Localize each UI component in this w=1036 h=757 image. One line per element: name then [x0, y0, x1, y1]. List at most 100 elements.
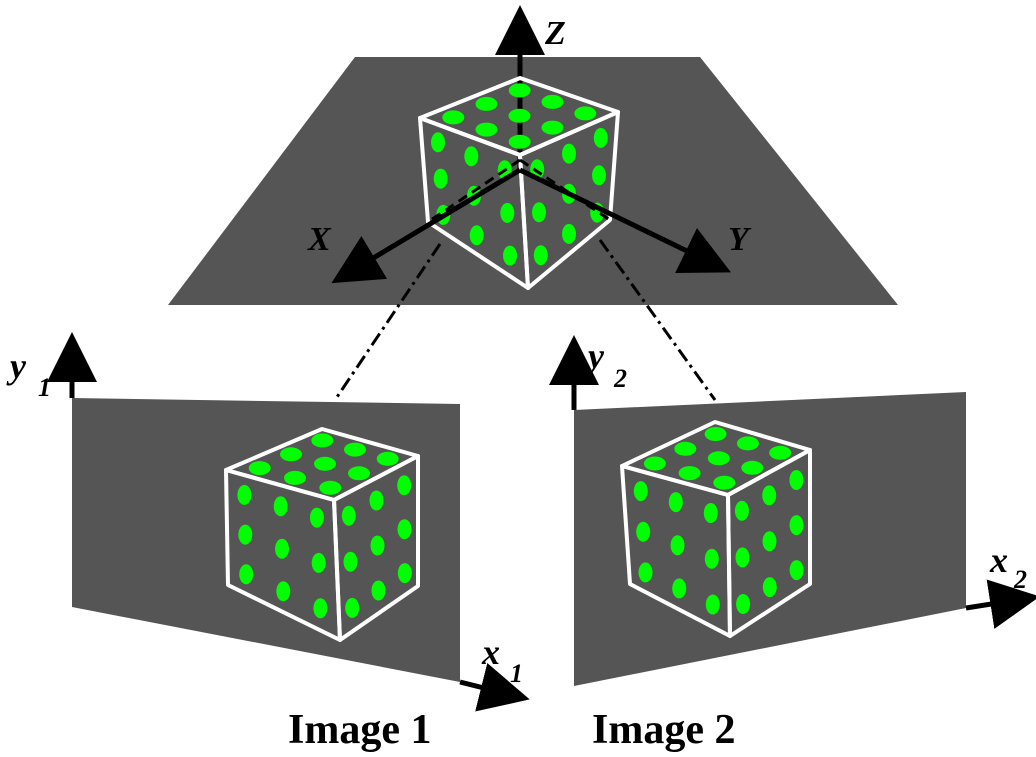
image1-y-label: y	[6, 346, 27, 386]
green-dot	[672, 578, 687, 599]
projection-rays	[333, 239, 717, 401]
image2-x-label-sub: 2	[1013, 565, 1027, 594]
green-dot	[348, 466, 370, 481]
green-dot	[475, 96, 498, 111]
image1-x-label: x	[481, 632, 500, 672]
green-dot	[500, 202, 515, 223]
green-dot	[276, 581, 291, 602]
green-dot	[341, 505, 356, 526]
green-dot	[736, 594, 751, 614]
image2-cube-dots	[633, 427, 804, 615]
green-dot	[433, 168, 448, 189]
image1-y-label-main: y	[6, 346, 27, 386]
green-dot	[707, 451, 730, 466]
world-z-label: Z	[544, 15, 566, 52]
world-y-label: Y	[728, 221, 752, 258]
green-dot	[574, 106, 597, 121]
green-dot	[311, 552, 326, 573]
image2-x-axis	[965, 579, 1036, 629]
green-dot	[275, 538, 289, 559]
green-dot	[237, 484, 252, 505]
green-dot	[713, 475, 736, 490]
green-dot	[762, 531, 777, 552]
green-dot	[705, 594, 720, 615]
green-dot	[508, 134, 531, 149]
world-x-label: X	[307, 221, 332, 258]
green-dot	[238, 524, 253, 545]
green-dot	[789, 560, 804, 581]
world-cube	[418, 76, 620, 290]
green-dot	[703, 503, 718, 523]
green-dot	[343, 551, 358, 572]
green-dot	[280, 447, 302, 462]
image1-x-label-sub: 1	[510, 659, 523, 688]
green-dot	[674, 441, 697, 456]
green-dot	[311, 433, 334, 448]
green-dot	[638, 562, 653, 583]
green-dot	[532, 202, 546, 223]
green-dot	[475, 122, 498, 137]
image2-y-label-sub: 2	[613, 364, 627, 393]
green-dot	[541, 94, 564, 109]
green-dot	[789, 470, 804, 490]
green-dot	[704, 427, 727, 441]
green-dot	[284, 470, 306, 485]
green-dot	[735, 547, 750, 568]
green-dot	[533, 245, 548, 266]
green-dot	[762, 485, 777, 506]
world-ground-plane	[168, 57, 898, 305]
green-dot	[769, 445, 792, 460]
green-dot	[562, 223, 576, 244]
image2-x-label: x	[989, 540, 1008, 580]
green-dot	[789, 515, 804, 536]
green-dot	[313, 598, 328, 619]
green-dot	[371, 580, 386, 601]
green-dot	[704, 548, 719, 569]
green-dot	[397, 519, 412, 540]
world-y-axis	[518, 167, 731, 274]
green-dot	[397, 563, 412, 584]
image1-caption: Image 1	[288, 707, 431, 753]
green-dot	[670, 535, 685, 556]
green-dot	[431, 132, 445, 153]
image1-cube	[224, 427, 420, 642]
green-dot	[562, 143, 576, 164]
green-dot	[636, 521, 651, 542]
image1-cube-dots	[237, 433, 412, 619]
green-dot	[508, 83, 531, 98]
green-dot	[734, 500, 749, 521]
green-dot	[248, 461, 271, 476]
image2-y-label: y	[584, 336, 605, 376]
green-dot	[369, 490, 384, 511]
green-dot	[503, 245, 517, 266]
green-dot	[344, 442, 366, 457]
green-dot	[741, 460, 764, 475]
green-dot	[464, 146, 479, 167]
green-dot	[314, 456, 336, 471]
green-dot	[668, 492, 683, 513]
green-dot	[678, 466, 701, 481]
green-dot	[508, 108, 531, 123]
world-cube-dots	[431, 83, 608, 266]
image1-plane	[72, 398, 460, 682]
green-dot	[319, 480, 342, 495]
image1-x-axis	[459, 663, 530, 712]
image2-caption: Image 2	[592, 707, 735, 753]
green-dot	[376, 451, 399, 466]
green-dot	[762, 577, 777, 598]
green-dot	[273, 496, 288, 517]
green-dot	[593, 127, 608, 148]
green-dot	[633, 481, 648, 502]
green-dot	[541, 120, 564, 135]
green-dot	[345, 597, 360, 618]
green-dot	[309, 507, 324, 528]
world-x-axis	[331, 167, 522, 284]
green-dot	[442, 110, 465, 125]
green-dot	[239, 564, 254, 585]
green-dot	[736, 436, 759, 451]
image2-cube	[620, 420, 812, 638]
green-dot	[397, 475, 412, 496]
green-dot	[643, 456, 666, 471]
green-dot	[592, 165, 606, 186]
